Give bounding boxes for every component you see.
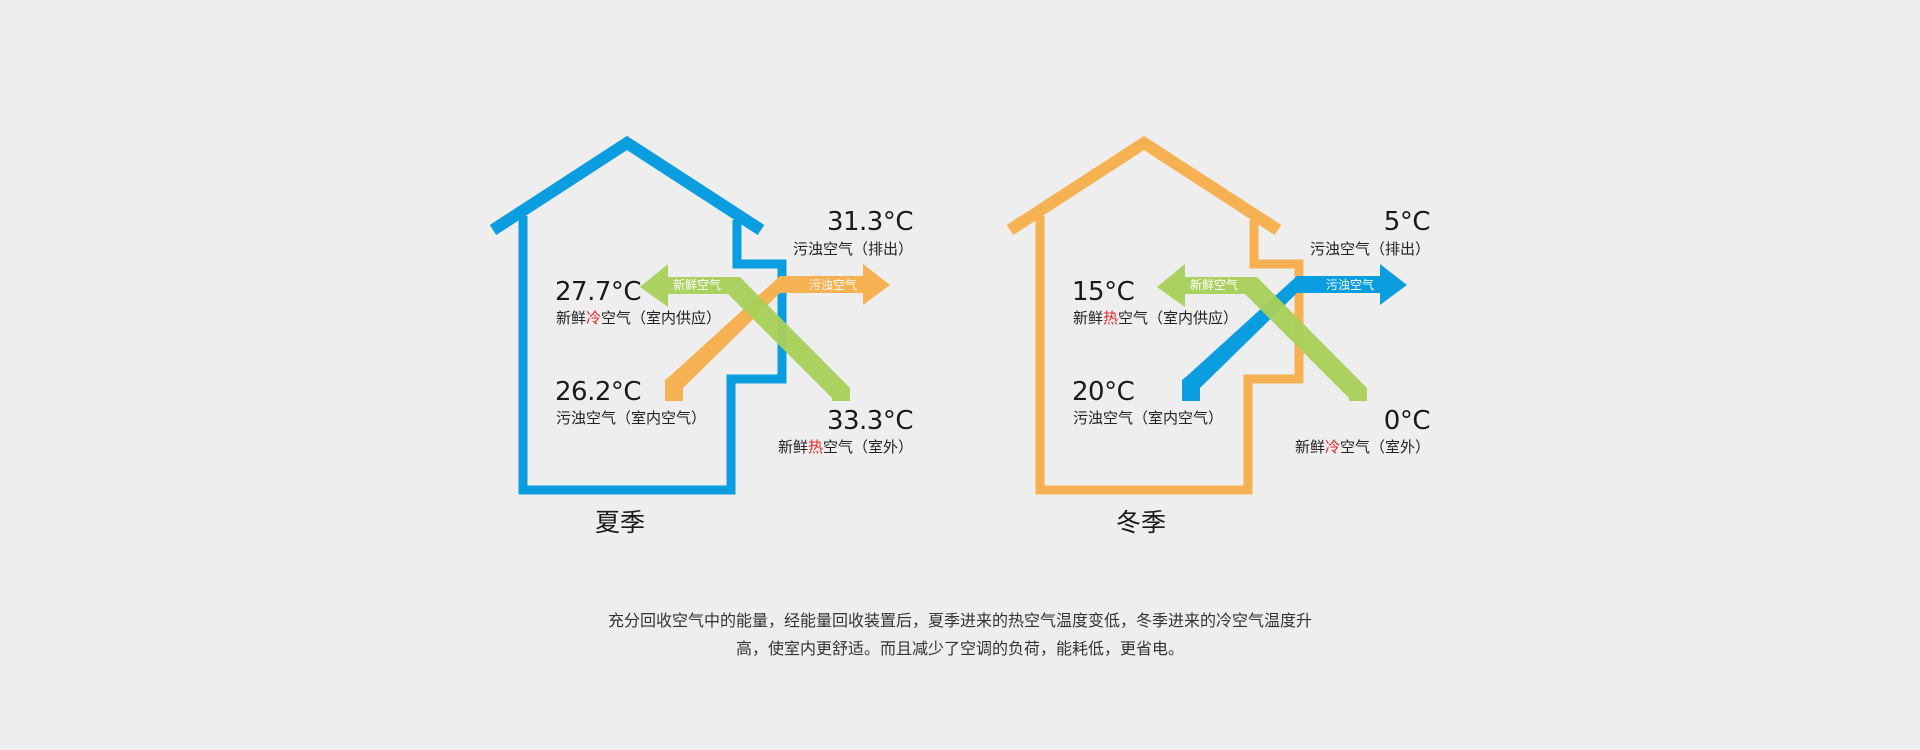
- fresh-air-arrow: [1157, 264, 1367, 401]
- description-line-1: 充分回收空气中的能量，经能量回收装置后，夏季进来的热空气温度变低，冬季进来的冷空…: [607, 611, 1312, 630]
- exhaust-arrow: [1182, 264, 1407, 401]
- winter-indoor-label: 污浊空气（室内空气）: [1073, 409, 1224, 427]
- winter-supply-label: 新鲜热空气（室内供应）: [1073, 309, 1239, 327]
- summer-supply-temp: 27.7°C: [555, 277, 642, 307]
- highlight-hot: 热: [807, 438, 823, 456]
- summer-indoor-temp: 26.2°C: [555, 377, 642, 407]
- highlight-cold: 冷: [1324, 438, 1340, 456]
- house-roof: [489, 135, 765, 236]
- summer-exhaust-temp: 31.3°C: [826, 207, 914, 237]
- exhaust-arrow: [665, 264, 890, 401]
- summer-season-label: 夏季: [595, 508, 646, 537]
- summer-exhaust-arrow-label: 污浊空气: [809, 278, 858, 292]
- house-walls: [1035, 216, 1304, 495]
- winter-supply-temp: 15°C: [1072, 277, 1135, 307]
- winter-outdoor-temp: 0°C: [1383, 406, 1431, 436]
- summer-outdoor-label: 新鲜热空气（室外）: [777, 438, 913, 456]
- description-paragraph: 充分回收空气中的能量，经能量回收装置后，夏季进来的热空气温度变低，冬季进来的冷空…: [560, 607, 1360, 663]
- highlight-cold: 冷: [586, 309, 602, 327]
- house-walls: [518, 216, 787, 495]
- summer-outdoor-temp: 33.3°C: [826, 406, 914, 436]
- summer-indoor-label: 污浊空气（室内空气）: [556, 409, 707, 427]
- summer-exhaust-label: 污浊空气（排出）: [792, 240, 913, 258]
- winter-exhaust-temp: 5°C: [1383, 207, 1431, 237]
- winter-outdoor-label: 新鲜冷空气（室外）: [1294, 438, 1430, 456]
- house-roof: [1006, 135, 1282, 236]
- winter-indoor-temp: 20°C: [1072, 377, 1135, 407]
- winter-house-graphic: [1006, 135, 1407, 495]
- summer-diagram: [480, 0, 1040, 560]
- summer-supply-label: 新鲜冷空气（室内供应）: [556, 309, 722, 327]
- fresh-air-arrow: [640, 264, 850, 401]
- winter-season-label: 冬季: [1116, 508, 1167, 537]
- highlight-hot: 热: [1103, 309, 1119, 327]
- winter-exhaust-label: 污浊空气（排出）: [1309, 240, 1430, 258]
- summer-house-graphic: [489, 135, 890, 495]
- summer-fresh-arrow-label: 新鲜空气: [673, 278, 722, 292]
- winter-fresh-arrow-label: 新鲜空气: [1190, 278, 1239, 292]
- description-line-2: 高，使室内更舒适。而且减少了空调的负荷，能耗低，更省电。: [735, 639, 1184, 658]
- winter-exhaust-arrow-label: 污浊空气: [1326, 278, 1375, 292]
- winter-diagram: [997, 0, 1557, 560]
